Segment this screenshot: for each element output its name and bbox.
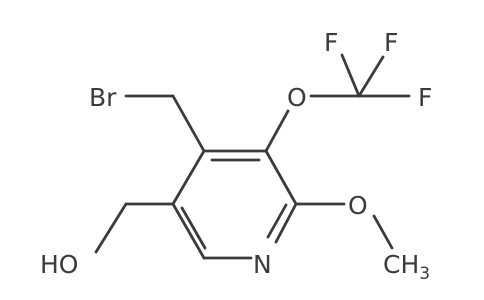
bond-c3-o [264,109,290,153]
atom-label-o-methoxy: O [348,191,368,220]
bond-c4-ch2 [171,94,206,153]
bond-cf3-f2 [357,55,385,98]
atom-label-f3: F [418,83,432,112]
atom-label-methyl-c: C [383,250,400,279]
atom-label-methyl-h: H [400,250,419,279]
atom-label-n: N [253,250,272,279]
bond-o-ch3 [372,214,394,250]
bond-ch2-oh [94,202,128,254]
atom-label-f1: F [324,28,338,57]
atom-label-o-trifluoromethoxy: O [287,83,307,112]
bond-c5-c4 [171,149,206,206]
bond-c3-c2 [264,149,298,206]
atom-label-ho: HO [40,250,78,279]
bond-cf3-f1 [340,53,361,98]
atom-label-br: Br [89,83,117,112]
bond-c6-c5 [171,202,206,260]
atom-label-methyl: CH3 [383,250,430,284]
bond-c2-n [274,202,298,244]
atom-label-methyl-subscript: 3 [419,264,430,284]
bond-c6-c5-double [180,206,207,250]
bond-c2-n-double [266,203,288,239]
atom-label-f2: F [384,28,398,57]
